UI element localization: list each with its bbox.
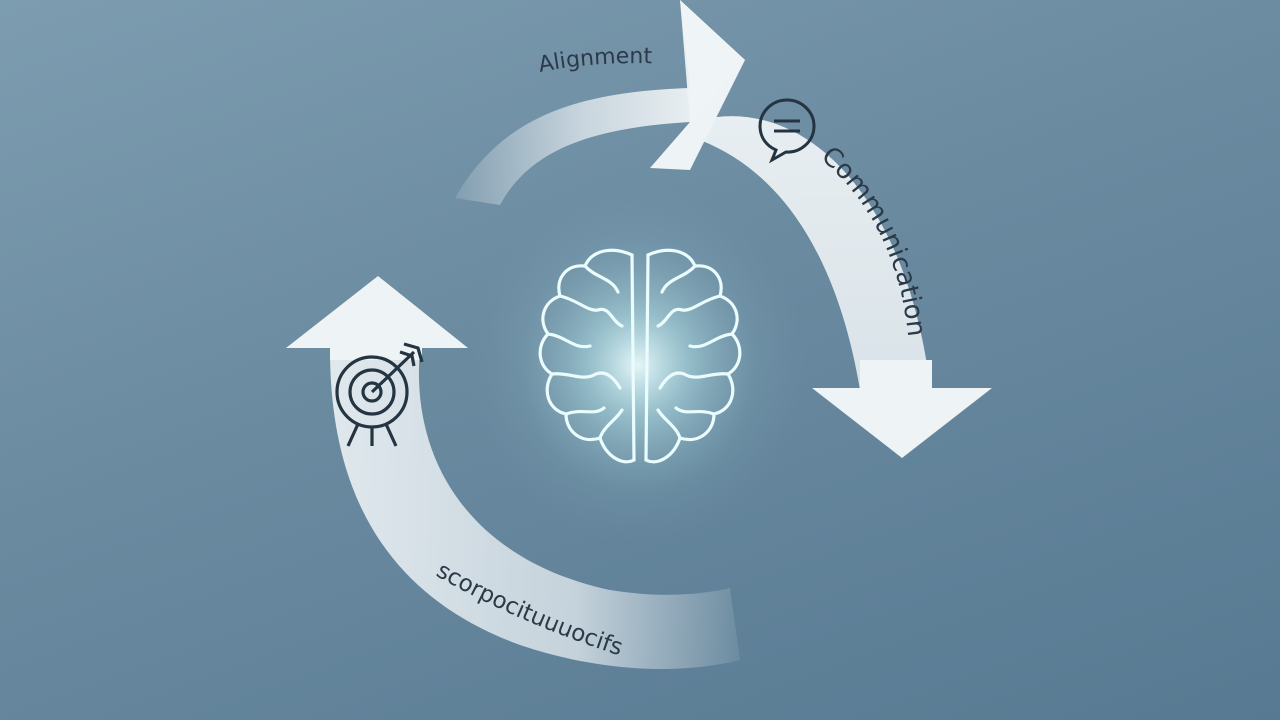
center-glow (468, 185, 808, 545)
arrow-alignment (455, 0, 745, 205)
arrow-scorpocituuuocifs (286, 276, 740, 669)
brain-icon (538, 248, 742, 464)
speech-bubble-icon (758, 98, 816, 164)
arrow-communication (700, 116, 992, 458)
label-alignment: Alignment (536, 44, 652, 78)
target-arrow-icon (335, 342, 424, 447)
